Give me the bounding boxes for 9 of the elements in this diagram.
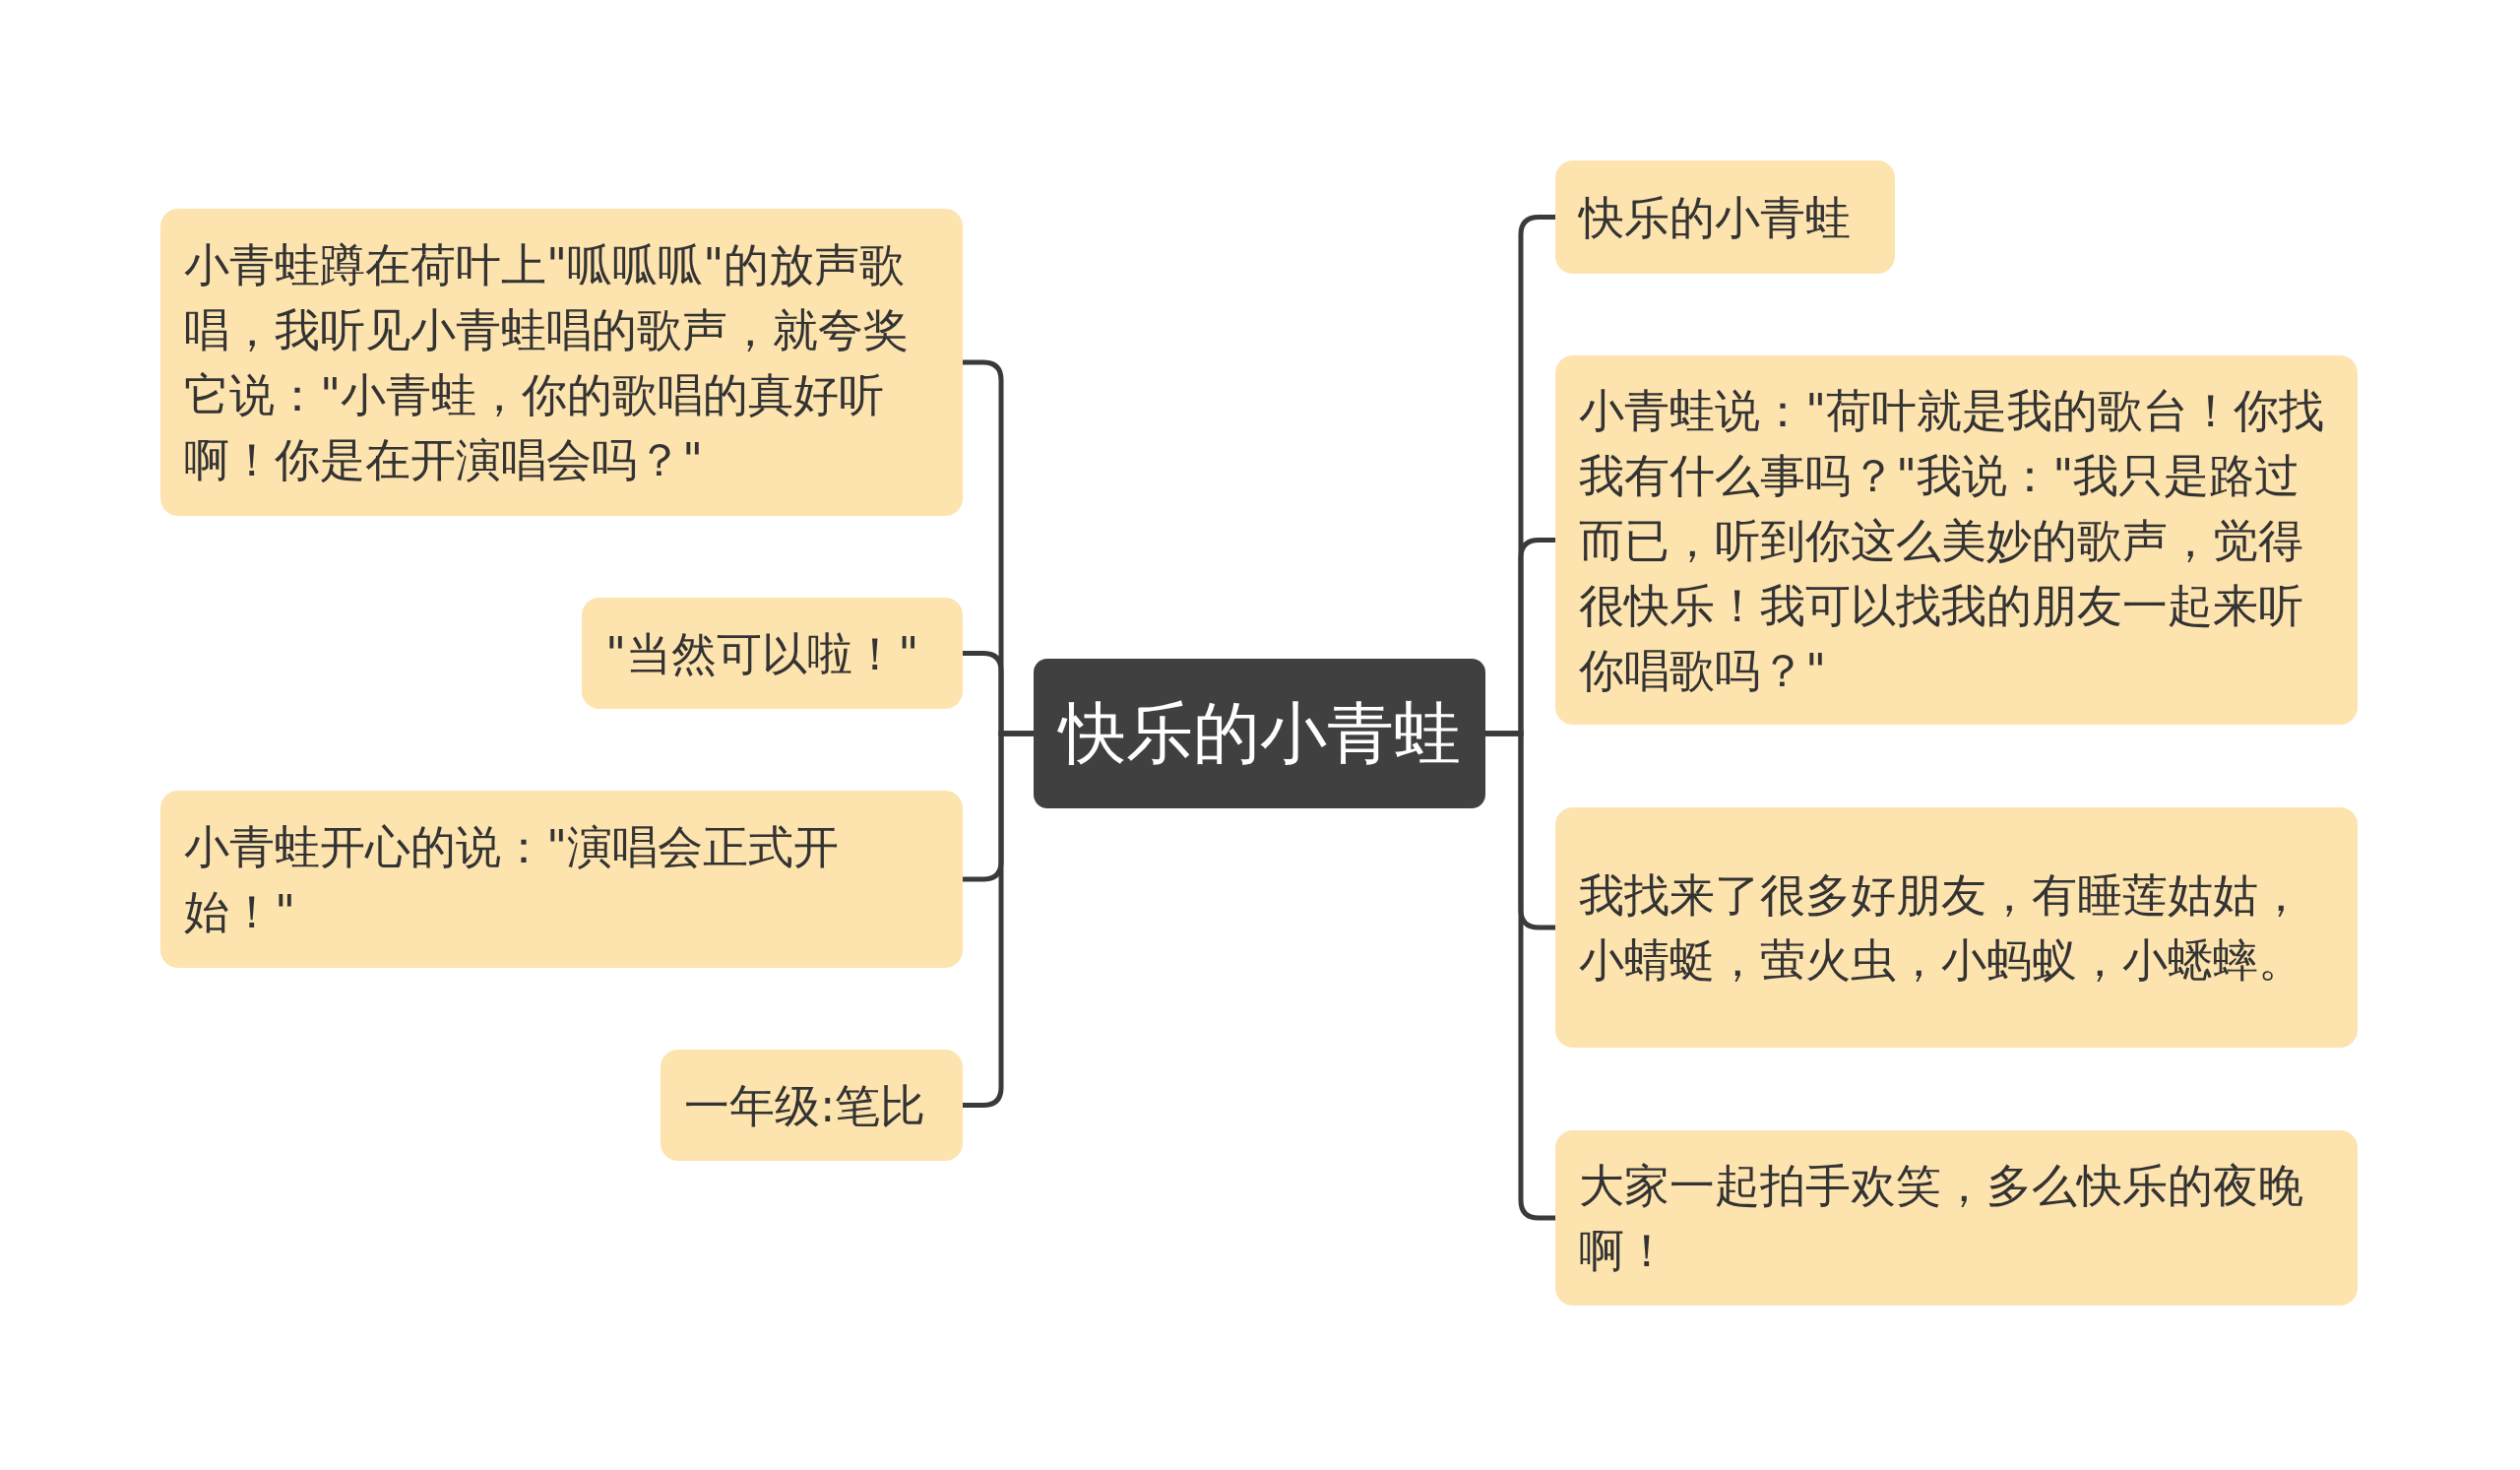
topic-box: 小青蛙蹲在荷叶上"呱呱呱"的放声歌唱，我听见小青蛙唱的歌声，就夸奖它说："小青蛙，你的歌唱的真好听啊！你是在开演唱会吗？" [160,209,963,516]
topic-box: "当然可以啦！" [582,598,963,709]
topic-box: 我找来了很多好朋友，有睡莲姑姑，小蜻蜓，萤火虫，小蚂蚁，小蟋蟀。 [1555,807,2358,1048]
topic-box: 小青蛙开心的说："演唱会正式开始！" [160,791,963,968]
topic-box: 快乐的小青蛙 [1555,160,1895,274]
topic-box: 小青蛙说："荷叶就是我的歌台！你找我有什么事吗？"我说："我只是路过而已，听到你这么美妙的歌声，觉得很快乐！我可以找我的朋友一起来听你唱歌吗？" [1555,355,2358,725]
central-topic-box: 快乐的小青蛙 [1034,659,1485,808]
topic-box: 一年级:笔比 [661,1050,963,1161]
topic-box: 大家一起拍手欢笑，多么快乐的夜晚啊！ [1555,1130,2358,1306]
